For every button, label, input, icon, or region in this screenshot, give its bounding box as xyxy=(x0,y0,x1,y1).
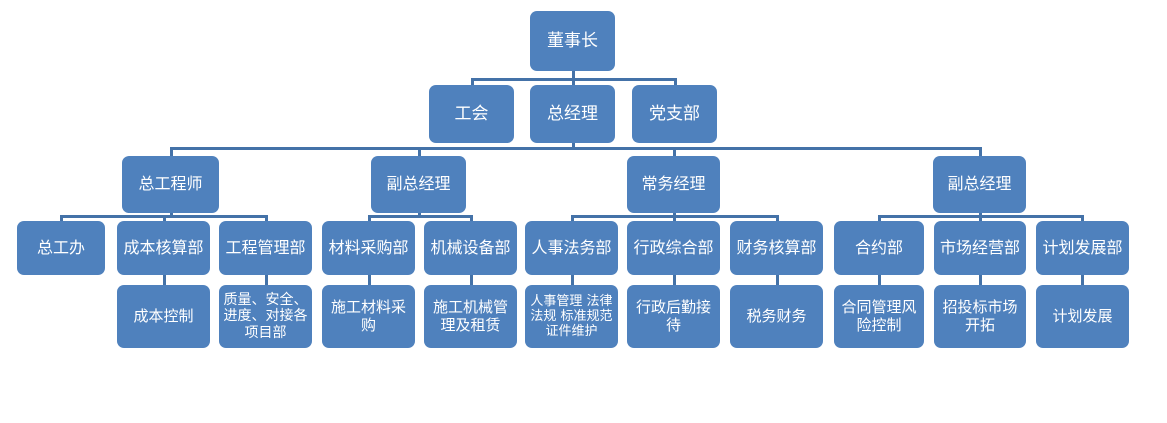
connector-plan-up xyxy=(1081,215,1084,221)
connector-machinery-up xyxy=(470,215,473,221)
connector-material-purchase-up xyxy=(368,215,371,221)
node-dept-hr-legal[interactable]: 人事法务部 xyxy=(525,221,618,275)
connector-chairman-down xyxy=(572,70,575,78)
node-chairman[interactable]: 董事长 xyxy=(530,11,615,71)
connector-deputy-left-bus xyxy=(368,215,472,218)
connector-chief-eng-office-up xyxy=(60,215,63,221)
node-dept-finance-accounting[interactable]: 财务核算部 xyxy=(730,221,823,275)
node-fn-cost-control-label: 成本控制 xyxy=(133,306,194,325)
connector-construction-material-drop xyxy=(368,275,371,285)
node-dept-contract[interactable]: 合约部 xyxy=(834,221,924,275)
connector-contract-risk-drop xyxy=(878,275,881,285)
connector-hr-legal-detail-drop xyxy=(571,275,574,285)
node-fn-construction-machinery[interactable]: 施工机械管理及租赁 xyxy=(424,285,517,348)
node-fn-tax-finance-label: 税务财务 xyxy=(746,306,807,325)
node-fn-plan-development-label: 计划发展 xyxy=(1052,306,1113,325)
node-dept-cost-accounting[interactable]: 成本核算部 xyxy=(117,221,210,275)
connector-cost-control-drop xyxy=(163,275,166,285)
connector-party-up xyxy=(674,78,677,86)
node-general-manager-label: 总经理 xyxy=(547,103,598,124)
node-fn-bidding-market-label: 招投标市场开拓 xyxy=(942,297,1018,334)
connector-bidding-market-drop xyxy=(979,275,982,285)
node-deputy-gm-left[interactable]: 副总经理 xyxy=(371,156,466,213)
node-party-branch[interactable]: 党支部 xyxy=(632,85,717,143)
node-chief-engineer[interactable]: 总工程师 xyxy=(122,156,219,213)
node-fn-construction-machinery-label: 施工机械管理及租赁 xyxy=(432,297,508,334)
node-dept-hr-legal-label: 人事法务部 xyxy=(531,237,612,257)
node-dept-contract-label: 合约部 xyxy=(854,237,903,257)
node-chairman-label: 董事长 xyxy=(547,30,598,51)
node-fn-admin-logistics-label: 行政后勤接待 xyxy=(635,297,711,334)
node-dept-finance-accounting-label: 财务核算部 xyxy=(736,237,817,257)
connector-tax-finance-drop xyxy=(776,275,779,285)
node-dept-plan-development[interactable]: 计划发展部 xyxy=(1036,221,1129,275)
node-dept-admin-general-label: 行政综合部 xyxy=(633,237,714,257)
connector-engineering-mgmt-up xyxy=(265,215,268,221)
connector-admin-logistics-drop xyxy=(673,275,676,285)
connector-admin-general-up xyxy=(673,215,676,221)
connector-deputy-right-up xyxy=(979,147,982,156)
node-fn-hr-legal-detail[interactable]: 人事管理 法律法规 标准规范证件维护 xyxy=(525,285,618,348)
node-general-manager[interactable]: 总经理 xyxy=(530,85,615,143)
node-dept-engineering-mgmt-label: 工程管理部 xyxy=(225,237,306,257)
node-dept-cost-accounting-label: 成本核算部 xyxy=(123,237,204,257)
connector-finance-up xyxy=(776,215,779,221)
node-fn-plan-development[interactable]: 计划发展 xyxy=(1036,285,1129,348)
connector-level3-bus xyxy=(170,147,981,150)
connector-construction-machinery-drop xyxy=(470,275,473,285)
node-dept-machinery-equipment[interactable]: 机械设备部 xyxy=(424,221,517,275)
node-fn-contract-risk[interactable]: 合同管理风险控制 xyxy=(834,285,924,348)
node-chief-engineer-label: 总工程师 xyxy=(138,174,203,194)
node-union[interactable]: 工会 xyxy=(429,85,514,143)
connector-exec-mgr-up xyxy=(673,147,676,156)
connector-hr-legal-up xyxy=(571,215,574,221)
connector-union-up xyxy=(471,78,474,86)
node-fn-cost-control[interactable]: 成本控制 xyxy=(117,285,210,348)
connector-chief-eng-up xyxy=(170,147,173,156)
connector-deputy-left-up xyxy=(418,147,421,156)
node-deputy-gm-right[interactable]: 副总经理 xyxy=(933,156,1026,213)
node-dept-material-purchase[interactable]: 材料采购部 xyxy=(322,221,415,275)
connector-plan-dev-drop xyxy=(1081,275,1084,285)
node-fn-bidding-market[interactable]: 招投标市场开拓 xyxy=(934,285,1026,348)
node-executive-manager-label: 常务经理 xyxy=(641,174,706,194)
connector-contract-up xyxy=(878,215,881,221)
node-fn-quality-safety-label: 质量、安全、进度、对接各项目部 xyxy=(223,291,308,341)
node-dept-market-operation-label: 市场经营部 xyxy=(939,237,1020,257)
node-deputy-gm-right-label: 副总经理 xyxy=(947,174,1012,194)
node-fn-admin-logistics[interactable]: 行政后勤接待 xyxy=(627,285,720,348)
connector-market-up xyxy=(979,215,982,221)
node-dept-material-purchase-label: 材料采购部 xyxy=(328,237,409,257)
node-deputy-gm-left-label: 副总经理 xyxy=(386,174,451,194)
node-dept-chief-eng-office-label: 总工办 xyxy=(36,237,85,257)
node-dept-admin-general[interactable]: 行政综合部 xyxy=(627,221,720,275)
node-fn-contract-risk-label: 合同管理风险控制 xyxy=(841,297,917,334)
node-dept-market-operation[interactable]: 市场经营部 xyxy=(934,221,1026,275)
node-fn-construction-material-label: 施工材料采购 xyxy=(330,297,406,334)
connector-cost-accounting-up xyxy=(163,215,166,221)
node-dept-chief-eng-office[interactable]: 总工办 xyxy=(17,221,105,275)
node-fn-quality-safety[interactable]: 质量、安全、进度、对接各项目部 xyxy=(219,285,312,348)
node-union-label: 工会 xyxy=(454,103,489,124)
node-dept-plan-development-label: 计划发展部 xyxy=(1042,237,1123,257)
node-dept-engineering-mgmt[interactable]: 工程管理部 xyxy=(219,221,312,275)
connector-gm-down xyxy=(572,142,575,149)
node-party-branch-label: 党支部 xyxy=(649,103,700,124)
node-fn-hr-legal-detail-label: 人事管理 法律法规 标准规范证件维护 xyxy=(530,293,613,340)
node-fn-construction-material[interactable]: 施工材料采购 xyxy=(322,285,415,348)
node-fn-tax-finance[interactable]: 税务财务 xyxy=(730,285,823,348)
connector-quality-safety-drop xyxy=(265,275,268,285)
node-executive-manager[interactable]: 常务经理 xyxy=(627,156,720,213)
connector-gm-up xyxy=(572,78,575,86)
node-dept-machinery-equipment-label: 机械设备部 xyxy=(430,237,511,257)
